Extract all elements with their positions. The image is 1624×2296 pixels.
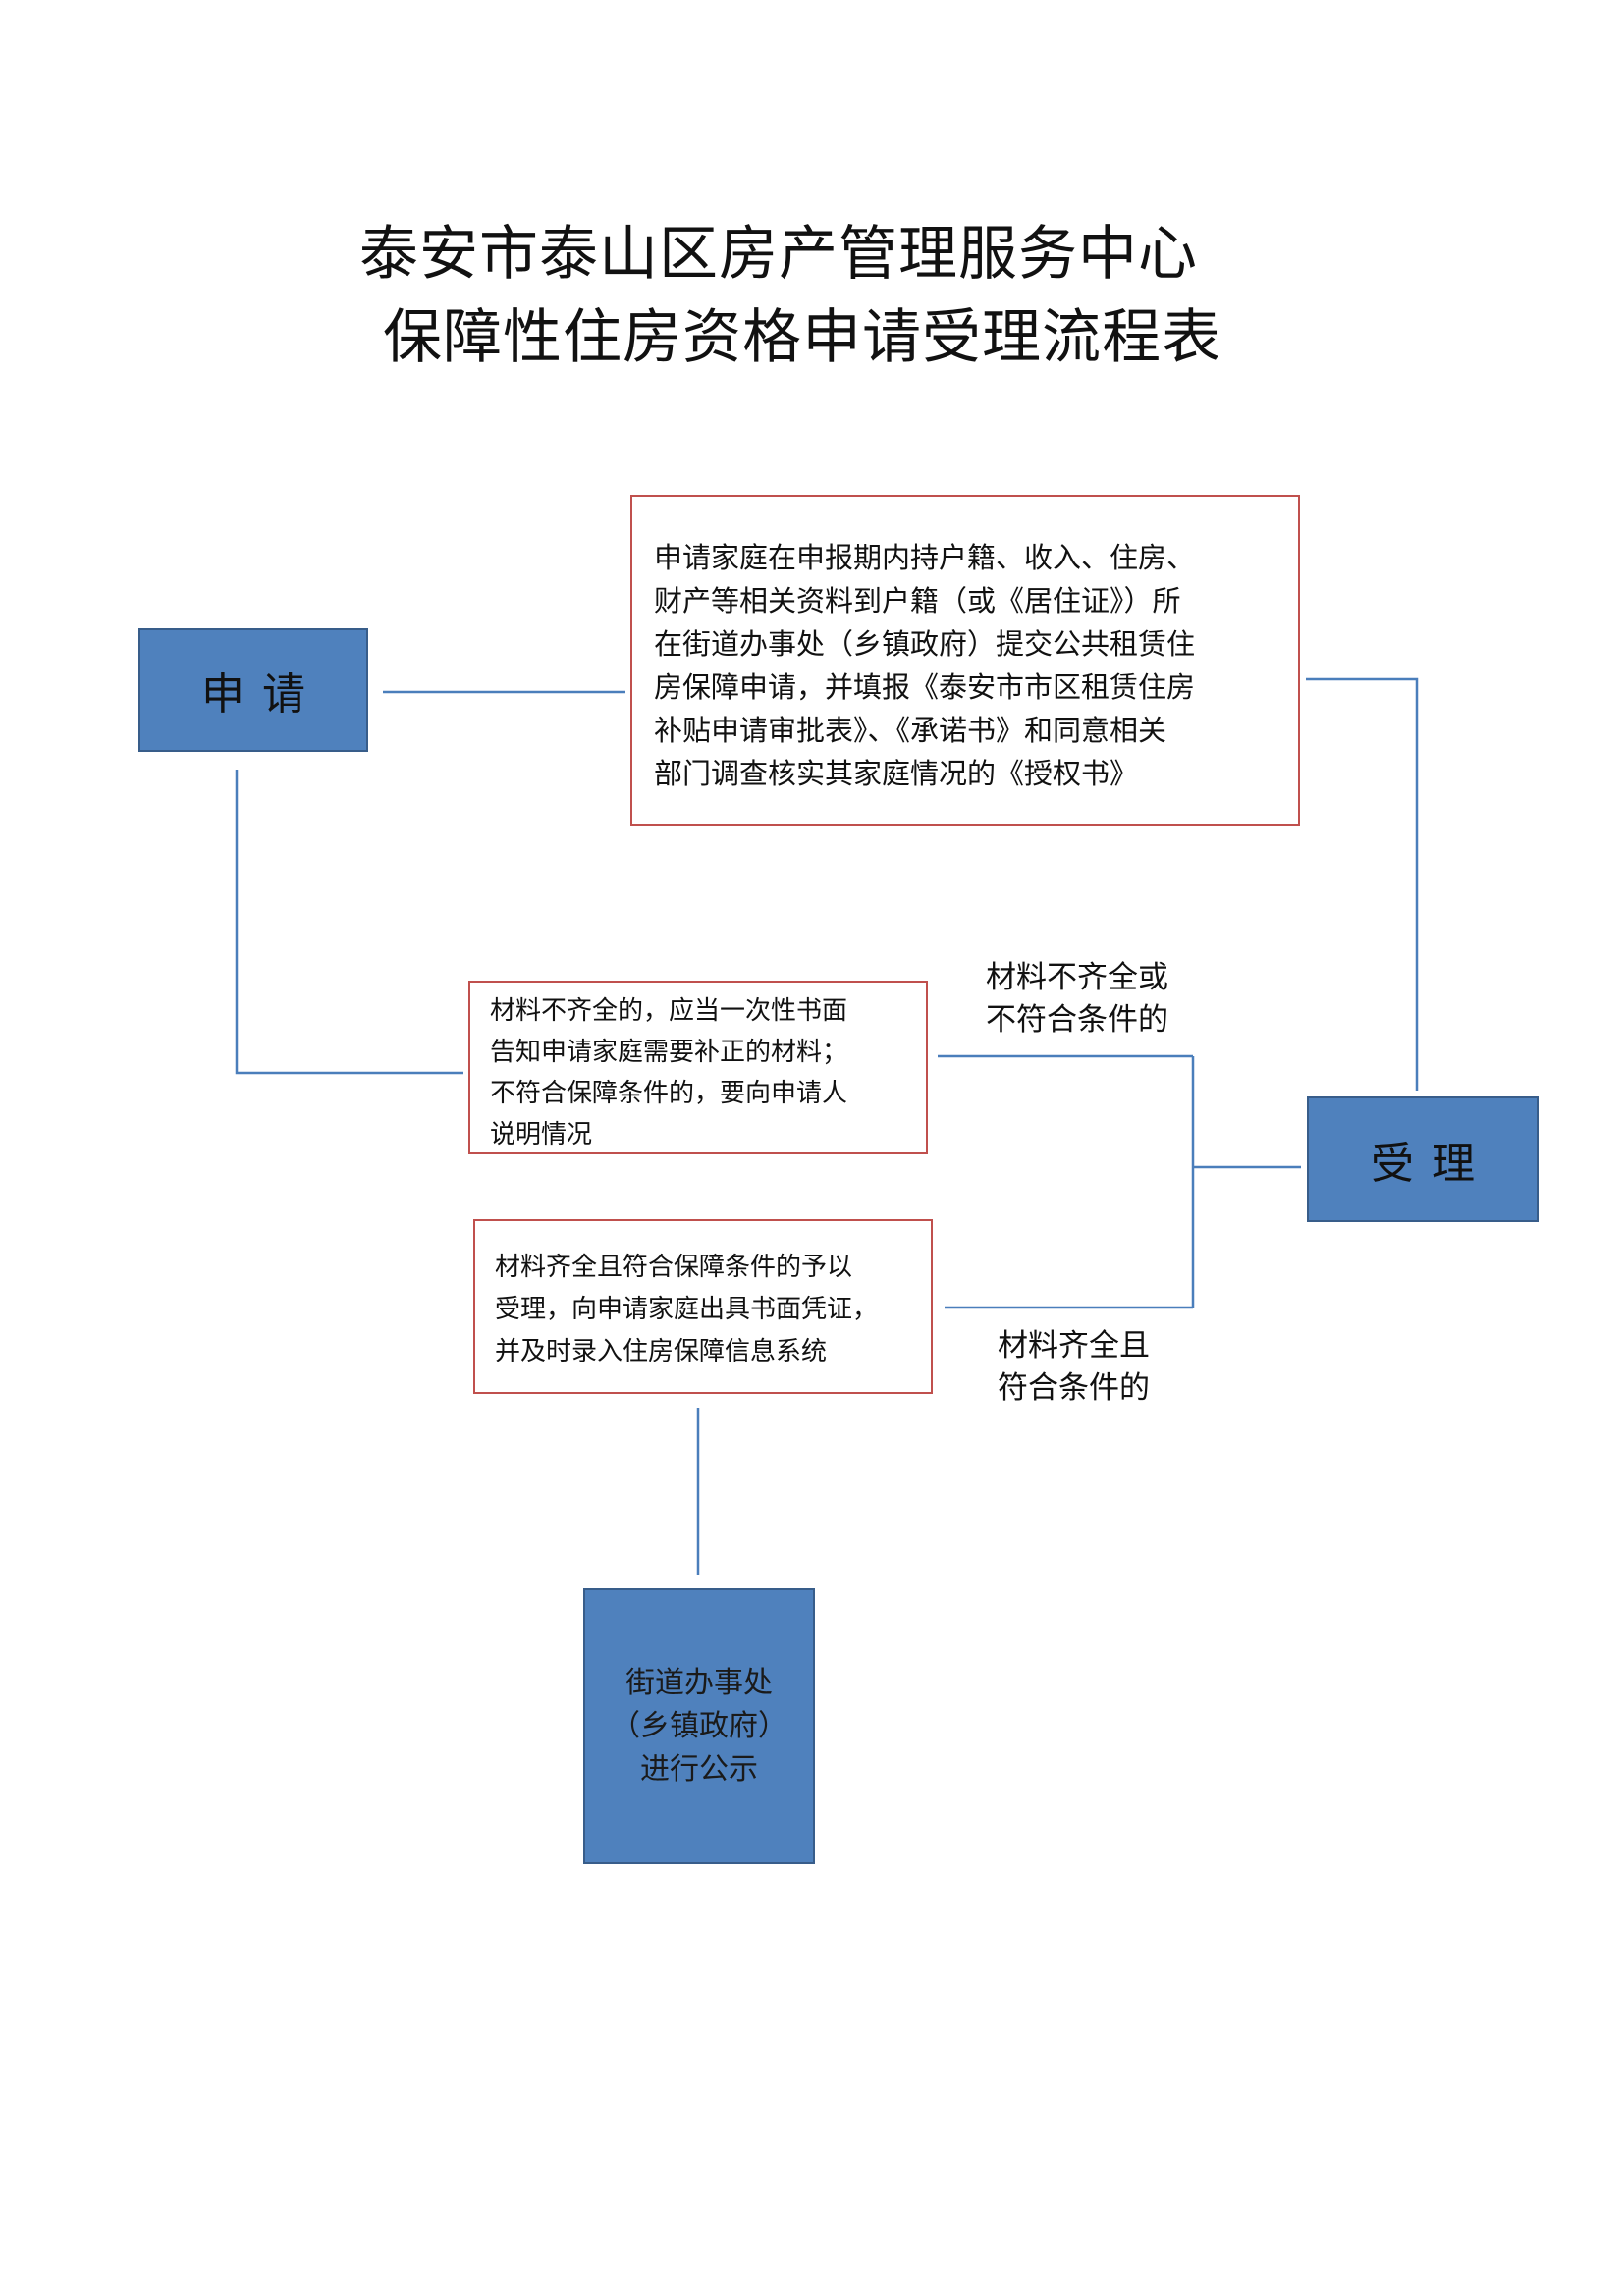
page-title-line-1: 泰安市泰山区房产管理服务中心 [359,220,1198,289]
note-line: 告知申请家庭需要补正的材料； [490,1038,848,1067]
note-line: 部门调查核实其家庭情况的《授权书》 [654,757,1139,790]
accept-node: 受理 [1307,1096,1539,1222]
publicity-line: 街道办事处 [625,1665,773,1700]
complete-materials-note: 材料齐全且符合保障条件的予以 受理，向申请家庭出具书面凭证， 并及时录入住房保障… [473,1219,933,1394]
note-line: 并及时录入住房保障信息系统 [495,1337,828,1366]
publicity-line: （乡镇政府） [611,1708,787,1743]
apply-node: 申请 [138,628,368,752]
connector-requirements-to-accept [1306,677,1419,1091]
publicity-node: 街道办事处 （乡镇政府） 进行公示 [583,1588,815,1864]
note-line: 受理，向申请家庭出具书面凭证， [495,1295,879,1324]
branch-label-complete: 材料齐全且 符合条件的 [998,1325,1150,1410]
publicity-line: 进行公示 [640,1751,758,1787]
note-line: 在街道办事处（乡镇政府）提交公共租赁住 [654,627,1196,661]
branch-label-line: 材料齐全且 [998,1328,1150,1363]
branch-label-line: 不符合条件的 [986,1002,1168,1038]
note-line: 材料不齐全的，应当一次性书面 [490,996,848,1026]
note-line: 财产等相关资料到户籍（或《居住证》）所 [654,584,1181,617]
note-line: 材料齐全且符合保障条件的予以 [495,1253,853,1282]
note-line: 房保障申请，并填报《泰安市市区租赁住房 [654,670,1196,704]
branch-label-incomplete: 材料不齐全或 不符合条件的 [986,957,1168,1041]
note-line: 说明情况 [490,1120,593,1149]
application-requirements-note: 申请家庭在申报期内持户籍、收入、住房、 财产等相关资料到户籍（或《居住证》）所 … [630,495,1300,826]
note-line: 申请家庭在申报期内持户籍、收入、住房、 [654,541,1196,574]
branch-label-line: 材料不齐全或 [986,960,1168,995]
note-line: 补贴申请审批表》、《承诺书》和同意相关 [654,714,1167,747]
note-line: 不符合保障条件的，要向申请人 [490,1079,848,1108]
page-title-line-2: 保障性住房资格申请受理流程表 [383,303,1221,372]
incomplete-materials-note: 材料不齐全的，应当一次性书面 告知申请家庭需要补正的材料； 不符合保障条件的，要… [468,981,928,1154]
connector-incomplete-to-apply [235,770,463,1075]
branch-label-line: 符合条件的 [998,1370,1150,1406]
